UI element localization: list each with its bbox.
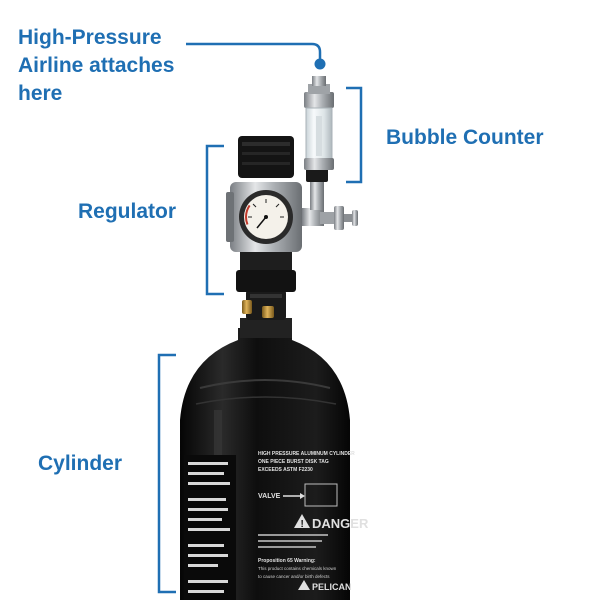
tank-right-label: HIGH PRESSURE ALUMINUM CYLINDER ONE PIEC…	[258, 451, 369, 592]
tank-left-label	[184, 455, 236, 600]
tank-danger-label: DANGER	[312, 516, 369, 531]
tank-spec-line3: EXCEEDS ASTM F2230	[258, 467, 313, 473]
high-pressure-label-line-2: Airline attaches	[18, 54, 175, 77]
high-pressure-label-line-1: High-Pressure	[18, 26, 162, 49]
tank-valve	[242, 290, 286, 320]
cylinder-bracket	[157, 353, 176, 594]
regulator-label: Regulator	[78, 200, 177, 223]
cylinder-tank: HIGH PRESSURE ALUMINUM CYLINDER ONE PIEC…	[180, 318, 369, 600]
tank-prop65-line: This product contains chemicals known	[258, 566, 337, 571]
regulator-body	[226, 136, 302, 292]
regulator-bracket	[205, 144, 224, 296]
tank-brand-label: PELICAN	[312, 582, 352, 592]
tank-valve-label: VALVE	[258, 493, 281, 500]
tank-prop65-line2: to cause cancer and/or birth defects	[258, 574, 330, 579]
cylinder-label: Cylinder	[38, 452, 123, 475]
bubble-counter-label: Bubble Counter	[386, 126, 544, 149]
pressure-gauge	[239, 190, 293, 244]
tank-spec-title: HIGH PRESSURE ALUMINUM CYLINDER	[258, 451, 355, 457]
svg-text:!: !	[301, 519, 304, 530]
tank-spec-line2: ONE PIECE BURST DISK TAG	[258, 459, 329, 465]
high-pressure-label-line-3: here	[18, 82, 63, 105]
high-pressure-airline-label: High-Pressure Airline attaches here	[18, 24, 174, 108]
bubble-counter-bracket	[346, 86, 363, 184]
needle-valve	[302, 166, 358, 230]
airline-leader	[186, 42, 326, 70]
tank-prop65-title: Proposition 65 Warning:	[258, 558, 316, 564]
bubble-counter	[304, 76, 334, 170]
